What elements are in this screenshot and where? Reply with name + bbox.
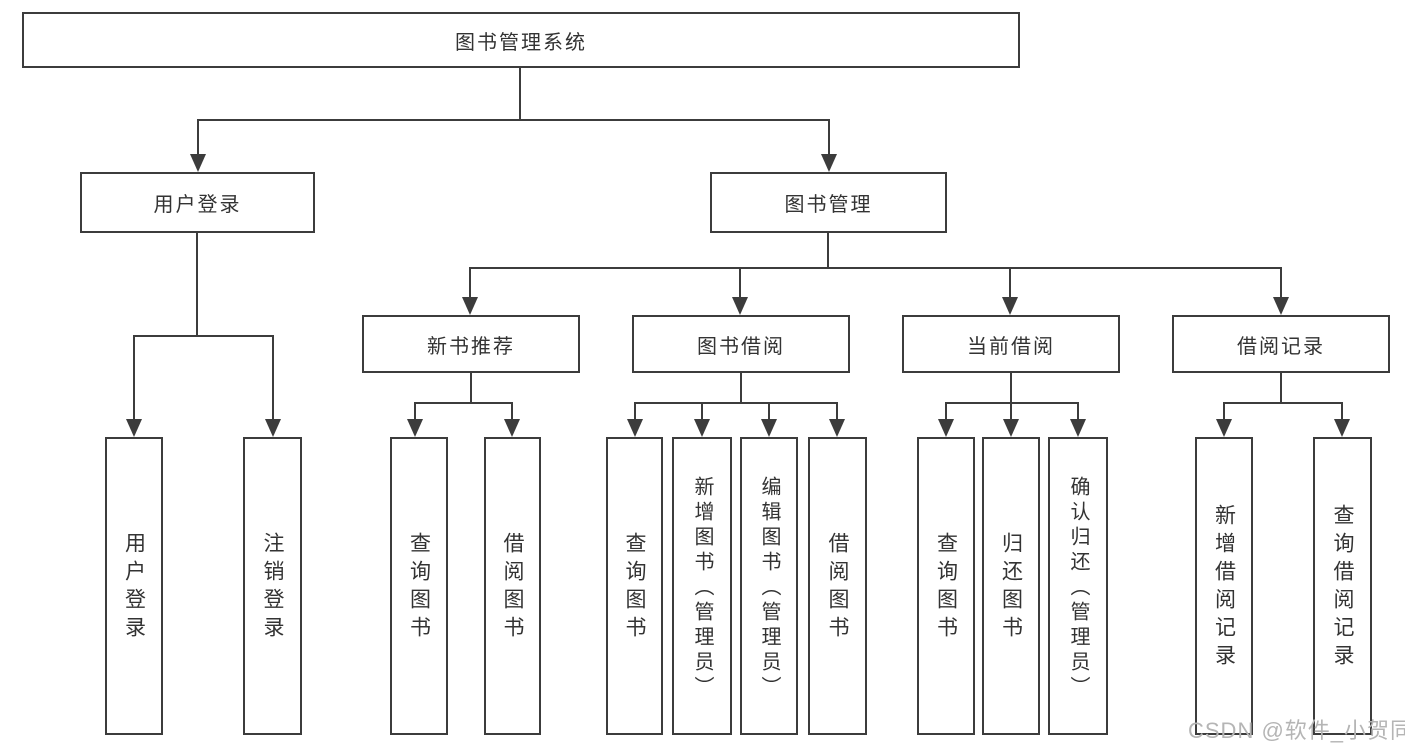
connector-line (945, 402, 947, 424)
arrowhead-icon (732, 297, 748, 315)
arrowhead-icon (761, 419, 777, 437)
node-book-management: 图书管理 (710, 172, 947, 233)
connector-line (519, 68, 521, 121)
connector-line (701, 402, 703, 424)
connector-line (1077, 402, 1079, 424)
leaf-query-books-current: 查询图书 (917, 437, 975, 735)
node-user-login: 用户登录 (80, 172, 315, 233)
connector-line (634, 402, 636, 424)
leaf-add-books-admin: 新增图书（管理员） (672, 437, 732, 735)
connector-line (1280, 373, 1282, 404)
arrowhead-icon (1334, 419, 1350, 437)
connector-line (470, 373, 472, 404)
node-borrowing-records: 借阅记录 (1172, 315, 1390, 373)
leaf-user-login: 用户登录 (105, 437, 163, 735)
leaf-query-books-borrow: 查询图书 (606, 437, 663, 735)
connector-line (414, 402, 513, 404)
connector-line (945, 402, 1079, 404)
node-new-book-recommendation: 新书推荐 (362, 315, 580, 373)
connector-line (1010, 402, 1012, 424)
connector-line (469, 267, 1282, 269)
arrowhead-icon (938, 419, 954, 437)
arrowhead-icon (265, 419, 281, 437)
connector-line (196, 233, 198, 337)
arrowhead-icon (504, 419, 520, 437)
connector-line (414, 402, 416, 424)
connector-line (511, 402, 513, 424)
connector-line (768, 402, 770, 424)
connector-line (740, 373, 742, 404)
connector-line (739, 267, 741, 299)
connector-line (272, 335, 274, 423)
connector-line (1280, 267, 1282, 299)
connector-line (1010, 373, 1012, 404)
arrowhead-icon (694, 419, 710, 437)
arrowhead-icon (1216, 419, 1232, 437)
connector-line (469, 267, 471, 299)
connector-line (827, 233, 829, 269)
arrowhead-icon (829, 419, 845, 437)
leaf-add-borrow-record: 新增借阅记录 (1195, 437, 1253, 735)
connector-line (1223, 402, 1225, 424)
arrowhead-icon (1003, 419, 1019, 437)
connector-line (197, 119, 199, 157)
connector-line (634, 402, 838, 404)
connector-line (197, 119, 830, 121)
node-current-borrowing: 当前借阅 (902, 315, 1120, 373)
leaf-query-books-recommend: 查询图书 (390, 437, 448, 735)
arrowhead-icon (407, 419, 423, 437)
leaf-confirm-return-admin: 确认归还（管理员） (1048, 437, 1108, 735)
watermark: CSDN @软件_小贺同学 (1188, 718, 1405, 743)
connector-line (828, 119, 830, 157)
connector-line (1009, 267, 1011, 299)
arrowhead-icon (1273, 297, 1289, 315)
node-library-management-system: 图书管理系统 (22, 12, 1020, 68)
connector-line (836, 402, 838, 424)
leaf-edit-books-admin: 编辑图书（管理员） (740, 437, 798, 735)
arrowhead-icon (190, 154, 206, 172)
leaf-logout: 注销登录 (243, 437, 302, 735)
arrowhead-icon (462, 297, 478, 315)
arrowhead-icon (126, 419, 142, 437)
connector-line (133, 335, 135, 423)
leaf-return-books: 归还图书 (982, 437, 1040, 735)
node-book-borrowing: 图书借阅 (632, 315, 850, 373)
connector-line (1223, 402, 1343, 404)
connector-line (133, 335, 274, 337)
connector-line (1341, 402, 1343, 424)
arrowhead-icon (1070, 419, 1086, 437)
arrowhead-icon (821, 154, 837, 172)
leaf-query-borrow-record: 查询借阅记录 (1313, 437, 1372, 735)
leaf-borrow-books: 借阅图书 (808, 437, 867, 735)
arrowhead-icon (1002, 297, 1018, 315)
arrowhead-icon (627, 419, 643, 437)
leaf-borrow-books-recommend: 借阅图书 (484, 437, 541, 735)
